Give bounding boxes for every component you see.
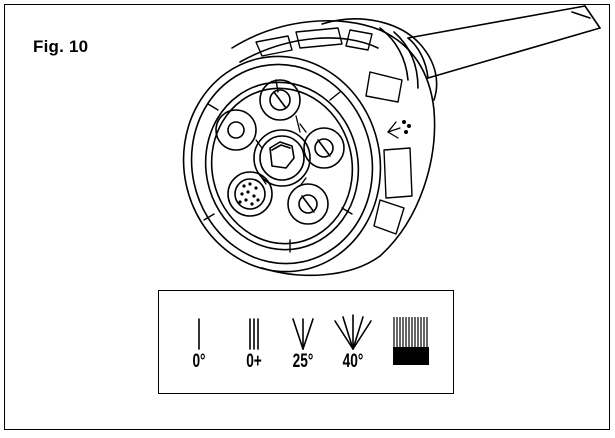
- hex-hub: [253, 129, 311, 187]
- spray-label-0-degree: 0°: [192, 351, 206, 372]
- nozzle-right-lower: [287, 183, 329, 225]
- lance-tube: [407, 5, 601, 79]
- spray-0-plus-icon: [249, 318, 259, 350]
- spray-label-0-plus: 0+: [246, 351, 262, 372]
- inner-ring: [204, 81, 360, 251]
- inner-ring-edge: [210, 87, 354, 245]
- spray-40-degree-icon: [334, 314, 372, 350]
- rotary-nozzle-dots: [238, 120, 411, 206]
- nozzle-left-upper: [215, 109, 257, 151]
- spray-pattern-icons: [198, 314, 429, 365]
- nozzle-top: [259, 79, 301, 121]
- grip-slots: [255, 27, 413, 235]
- figure-title: Fig. 10: [33, 37, 89, 56]
- spray-25-degree-icon: [292, 318, 314, 350]
- spray-label-25-degree: 25°: [292, 351, 314, 372]
- outer-ring-inner-edge: [190, 63, 374, 265]
- outer-ring: [182, 55, 382, 273]
- nozzle-left-lower-rotary: [227, 171, 273, 217]
- spray-label-40-degree: 40°: [342, 351, 364, 372]
- ring-notches: [203, 79, 353, 253]
- spray-indicator-symbol: [387, 121, 401, 139]
- spray-pattern-legend: 0° 0+ 25° 40°: [158, 290, 454, 394]
- spray-rotary-icon: [393, 317, 429, 365]
- nozzle-right-upper: [303, 127, 345, 169]
- hub-webs: [255, 115, 307, 187]
